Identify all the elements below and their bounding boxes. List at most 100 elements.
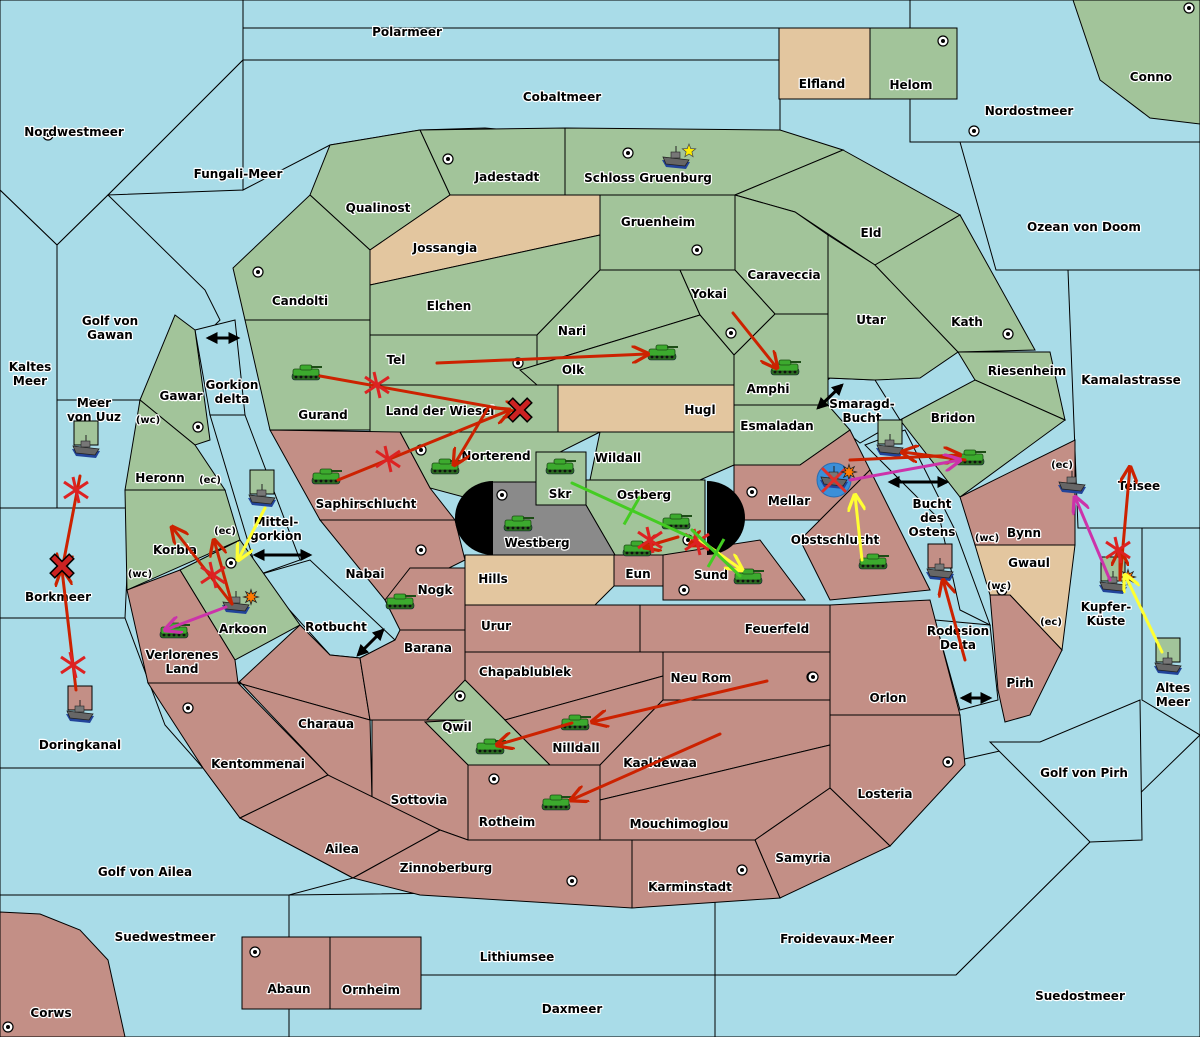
label-mittel-gorkion: Mittel-gorkion bbox=[250, 515, 302, 543]
failed-order-cross-icon bbox=[1105, 536, 1131, 564]
fleet-unit-meer-von-uuz[interactable] bbox=[72, 420, 100, 458]
army-unit-olk[interactable] bbox=[647, 344, 678, 361]
label-teisee: Teisee bbox=[1118, 479, 1160, 493]
sea-region-doringkanal[interactable] bbox=[0, 617, 205, 769]
supply-center-icon bbox=[942, 756, 954, 768]
label-yokai: Yokai bbox=[690, 287, 727, 301]
label-mellar: Mellar bbox=[768, 494, 810, 508]
failed-order-cross-icon bbox=[60, 651, 86, 679]
label-cobaltmeer: Cobaltmeer bbox=[523, 90, 601, 104]
label-ozean-von-doom: Ozean von Doom bbox=[1027, 220, 1141, 234]
label-elfland: Elfland bbox=[799, 77, 845, 91]
label-obstschlucht: Obstschlucht bbox=[791, 533, 880, 547]
order-move bbox=[172, 527, 234, 606]
label-mouchimoglou: Mouchimoglou bbox=[630, 817, 729, 831]
label-conno: Conno bbox=[1130, 70, 1172, 84]
land-region-ornheim[interactable] bbox=[329, 936, 422, 1010]
label-suedwestmeer: Suedwestmeer bbox=[115, 930, 216, 944]
sea-region-golf-von-pirh[interactable] bbox=[988, 699, 1143, 843]
land-region-bridon[interactable] bbox=[899, 379, 1066, 498]
land-region-kath[interactable] bbox=[874, 214, 1036, 353]
sea-region-altes-meer[interactable] bbox=[1141, 527, 1200, 736]
supply-center-icon bbox=[42, 129, 54, 141]
label-line: delta bbox=[215, 392, 250, 406]
coast-tag: (ec) bbox=[1051, 460, 1073, 471]
army-unit-obstschlucht[interactable] bbox=[858, 553, 889, 570]
label-sund: Sund bbox=[694, 568, 728, 582]
coast-tags: (wc)(ec)(ec)(wc)(ec)(wc)(wc)(ec) bbox=[127, 414, 1074, 629]
label-gwaul: Gwaul bbox=[1008, 556, 1050, 570]
label-line: Gorkion bbox=[206, 378, 259, 392]
fleet-unit-smaragd-bucht[interactable] bbox=[876, 419, 904, 457]
star-icon bbox=[681, 143, 697, 158]
label-nordwestmeer: Nordwestmeer bbox=[24, 125, 124, 139]
label-ostberg: Ostberg bbox=[617, 488, 671, 502]
label-eld: Eld bbox=[861, 226, 882, 240]
label-nordostmeer: Nordostmeer bbox=[985, 104, 1074, 118]
army-unit-nogk[interactable] bbox=[385, 593, 416, 610]
failed-order-cross-icon bbox=[200, 561, 226, 589]
label-ornheim: Ornheim bbox=[342, 983, 400, 997]
label-samyria: Samyria bbox=[775, 851, 830, 865]
fleet-unit-mellar[interactable] bbox=[816, 462, 858, 498]
land-region-corws[interactable] bbox=[0, 911, 126, 1037]
supply-center-icon bbox=[249, 946, 261, 958]
label-nilldall: Nilldall bbox=[552, 741, 599, 755]
label-candolti: Candolti bbox=[272, 294, 328, 308]
coast-tag: (wc) bbox=[136, 415, 160, 426]
label-eun: Eun bbox=[625, 567, 650, 581]
label-line: Ostens bbox=[909, 525, 956, 539]
army-unit-skr[interactable] bbox=[545, 458, 576, 475]
fleet-unit-mittel-gorkion[interactable] bbox=[248, 469, 276, 507]
sea-region-kaltes-meer[interactable] bbox=[0, 189, 58, 509]
land-region-gawar[interactable] bbox=[139, 314, 211, 446]
label-gruenheim: Gruenheim bbox=[621, 215, 695, 229]
bounce-burst-icon bbox=[840, 463, 858, 481]
land-region-gruenheim[interactable] bbox=[599, 194, 736, 271]
adjacency-arrow-icon bbox=[816, 383, 844, 410]
failed-order-cross-icon bbox=[63, 476, 89, 504]
coast-tag: (wc) bbox=[128, 569, 152, 580]
label-doringkanal: Doringkanal bbox=[39, 738, 121, 752]
land-region-helom[interactable] bbox=[869, 27, 958, 100]
sea-region-rodesion-delta[interactable] bbox=[934, 619, 999, 711]
label-ailea: Ailea bbox=[325, 842, 359, 856]
fleet-unit-schloss-gruenburg[interactable] bbox=[662, 143, 697, 169]
label-daxmeer: Daxmeer bbox=[542, 1002, 603, 1016]
label-skr: Skr bbox=[549, 487, 572, 501]
army-unit-westberg[interactable] bbox=[503, 515, 534, 532]
label-wildall: Wildall bbox=[595, 451, 641, 465]
fleet-unit-bucht-des-ostens[interactable] bbox=[926, 543, 954, 581]
label-esmaladan: Esmaladan bbox=[740, 419, 813, 433]
order-move bbox=[592, 679, 769, 722]
label-charaua: Charaua bbox=[298, 717, 354, 731]
coast-tag: (ec) bbox=[199, 475, 221, 486]
land-region-wildall[interactable] bbox=[589, 431, 735, 481]
land-region-nogk[interactable] bbox=[384, 567, 466, 631]
sea-region-fungali-meer[interactable] bbox=[106, 58, 244, 196]
fleet-unit-bynn[interactable] bbox=[1058, 471, 1086, 494]
supply-center-icon bbox=[252, 266, 264, 278]
label-karminstadt: Karminstadt bbox=[648, 880, 732, 894]
land-region-conno[interactable] bbox=[1072, 0, 1200, 125]
label-chapablublek: Chapablublek bbox=[479, 665, 572, 679]
destroyed-x-icon bbox=[507, 397, 533, 423]
order-convoy bbox=[165, 605, 228, 630]
label-nogk: Nogk bbox=[418, 583, 454, 597]
label-schloss-gruenburg: Schloss Gruenburg bbox=[584, 171, 712, 185]
label-line: Land bbox=[166, 662, 199, 676]
label-hills: Hills bbox=[478, 572, 508, 586]
army-unit-saphirschlucht[interactable] bbox=[311, 468, 342, 485]
land-region-karminstadt[interactable] bbox=[631, 839, 781, 909]
land-region-pirh[interactable] bbox=[989, 594, 1063, 723]
label-arkoon: Arkoon bbox=[219, 622, 267, 636]
fleet-unit-doringkanal[interactable] bbox=[66, 685, 94, 723]
army-unit-gurand[interactable] bbox=[291, 364, 322, 381]
label-line: Mittel- bbox=[254, 515, 299, 529]
order-move bbox=[571, 732, 722, 800]
coast-tag: (wc) bbox=[987, 581, 1011, 592]
sea-region-ozean-von-doom[interactable] bbox=[959, 141, 1200, 271]
